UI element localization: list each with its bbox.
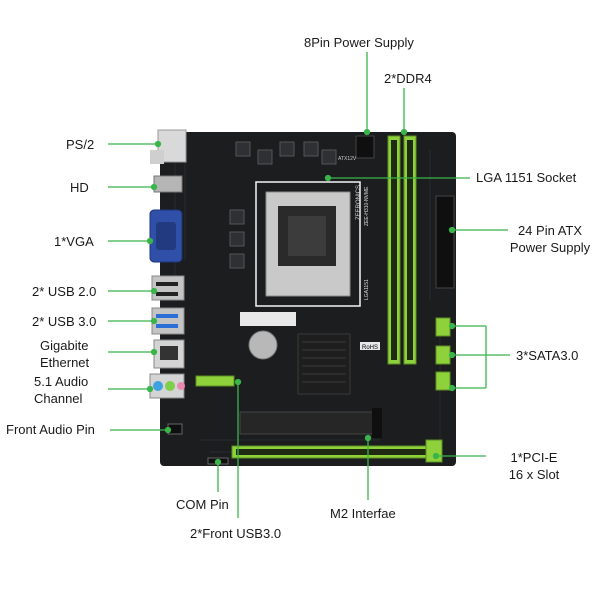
rohs-text: RoHS [362, 345, 378, 351]
label-atx24-line1: 24 Pin ATX [517, 223, 583, 238]
vrm-chokes [229, 141, 337, 269]
pcie-slot-groove [236, 449, 426, 455]
socket-outline [255, 181, 361, 307]
pcie-latch [425, 439, 443, 463]
rohs-mark [360, 342, 380, 350]
label-audio-line1: 5.1 Audio [34, 374, 89, 389]
label-ethernet-line1: Gigabite [40, 338, 89, 353]
label-pcie: 1*PCI-E 16 x Slot [494, 449, 574, 483]
sata-ports [435, 317, 451, 391]
serial-sticker [240, 312, 296, 326]
usb2-tongue-1 [156, 282, 178, 286]
ddr4-slot-2-groove [407, 140, 413, 360]
hdmi-port [153, 175, 183, 193]
usb3-tongue-1 [156, 314, 178, 318]
label-usb2: 2* USB 2.0 [32, 284, 97, 299]
ethernet-jack [160, 346, 178, 360]
label-ethernet-line2: Ethernet [40, 355, 90, 370]
label-lga-socket: LGA 1151 Socket [476, 170, 577, 185]
model-silk: ZEE-H310-NVME [364, 186, 370, 226]
atx-24pin-connector [435, 195, 455, 289]
label-front-usb3: 2*Front USB3.0 [190, 526, 282, 541]
usb3-ports [151, 307, 185, 335]
label-ddr4: 2*DDR4 [384, 71, 432, 86]
label-front-audio: Front Audio Pin [6, 422, 95, 437]
label-vga: 1*VGA [54, 234, 94, 249]
usb3-tongue-2 [156, 324, 178, 328]
label-pcie-line2: 16 x Slot [508, 467, 560, 482]
audio-jack-line-out [165, 381, 175, 391]
socket-pins [288, 216, 326, 256]
cmos-battery [248, 330, 278, 360]
m2-connector [372, 408, 382, 438]
atx12v-silk: ATX12V [338, 156, 357, 162]
label-audio-line2: Channel [34, 391, 83, 406]
vga-connector [156, 222, 176, 250]
label-pcie-line1: 1*PCI-E [510, 450, 558, 465]
label-usb3: 2* USB 3.0 [32, 314, 97, 329]
callout-lines [108, 52, 510, 518]
socket-silk: LGA1151 [364, 279, 370, 300]
cpu-8pin-connector [355, 135, 375, 159]
label-ethernet: Gigabite Ethernet [40, 337, 89, 371]
label-ps2: PS/2 [66, 137, 95, 152]
chipset-heatsink [297, 333, 351, 395]
audio-jack-mic [177, 382, 185, 390]
m2-slot [239, 411, 375, 435]
label-audio: 5.1 Audio Channel [34, 373, 88, 407]
label-atx24-line2: Power Supply [509, 240, 591, 255]
ps2-port-lip [150, 150, 164, 164]
label-hd: HD [70, 180, 89, 195]
usb2-ports [151, 275, 185, 301]
label-sata: 3*SATA3.0 [516, 348, 579, 363]
label-atx24: 24 Pin ATX Power Supply [506, 222, 594, 256]
usb2-tongue-2 [156, 292, 178, 296]
label-com: COM Pin [176, 497, 229, 512]
label-8pin-power: 8Pin Power Supply [304, 35, 414, 50]
brand-silk: ZEERONICS [356, 185, 362, 220]
ddr4-slot-1-groove [391, 140, 397, 360]
label-m2: M2 Interfae [330, 506, 396, 521]
audio-jack-line-in [153, 381, 163, 391]
front-usb3-header [195, 375, 235, 387]
heatsink-fins [302, 341, 346, 383]
